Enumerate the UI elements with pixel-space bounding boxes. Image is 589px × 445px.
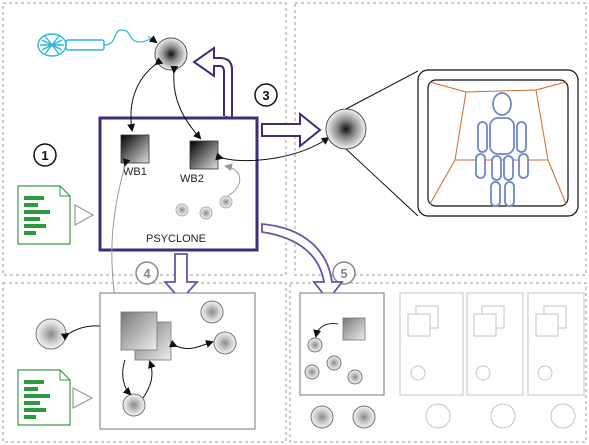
panel-bottom-right — [289, 282, 587, 443]
module-sphere — [219, 195, 233, 209]
output-arrow — [261, 111, 322, 149]
module-sphere — [213, 331, 237, 355]
module-arrow — [224, 163, 241, 197]
spawn-arrow-5 — [261, 223, 344, 302]
step-3-label: 3 — [262, 88, 269, 103]
whiteboard-wb2 — [189, 140, 219, 170]
camera-sphere-icon — [325, 108, 367, 150]
module-sphere — [175, 203, 189, 217]
humanoid-figure-icon — [475, 92, 529, 207]
step-4-label: 4 — [143, 266, 151, 281]
microphone-icon — [37, 29, 153, 57]
hub-label: PSYCLONE — [146, 233, 206, 245]
faded-instances — [399, 292, 585, 429]
whiteboard-copy — [342, 317, 366, 341]
spawn-arrow-4 — [162, 253, 200, 302]
module-sphere — [307, 337, 323, 353]
step-1: 1 — [33, 143, 57, 167]
module-sphere — [199, 206, 213, 220]
feedback-arrow-outline — [192, 46, 233, 116]
input-sphere-3 — [310, 405, 334, 429]
camera-projection-lines — [345, 70, 419, 217]
connector-arrow — [313, 323, 339, 338]
doc-arrow — [74, 203, 95, 227]
step-3: 3 — [254, 83, 278, 107]
step-5-label: 5 — [340, 266, 347, 281]
document-icon-2 — [17, 369, 71, 426]
document-icon — [17, 185, 71, 245]
input-sphere-2 — [35, 318, 67, 350]
step-4: 4 — [135, 261, 159, 285]
module-sphere — [326, 355, 342, 371]
whiteboard-copy — [120, 311, 158, 351]
mic-arrow — [147, 35, 158, 44]
doc-arrow-2 — [72, 387, 94, 409]
step-5: 5 — [332, 261, 356, 285]
wb1-label: WB1 — [123, 166, 147, 178]
step-1-label: 1 — [41, 148, 48, 163]
wb2-label: WB2 — [180, 173, 204, 185]
input-sphere-3 — [352, 405, 376, 429]
module-sphere — [304, 364, 320, 380]
module-sphere — [347, 369, 363, 385]
connector-arrows-2 — [122, 339, 214, 399]
panel-bottom-left — [2, 282, 287, 443]
whiteboard-wb1 — [120, 134, 150, 164]
room-lines — [429, 81, 567, 205]
module-sphere — [122, 393, 146, 417]
input-sphere — [154, 37, 188, 71]
module-sphere — [200, 300, 224, 324]
